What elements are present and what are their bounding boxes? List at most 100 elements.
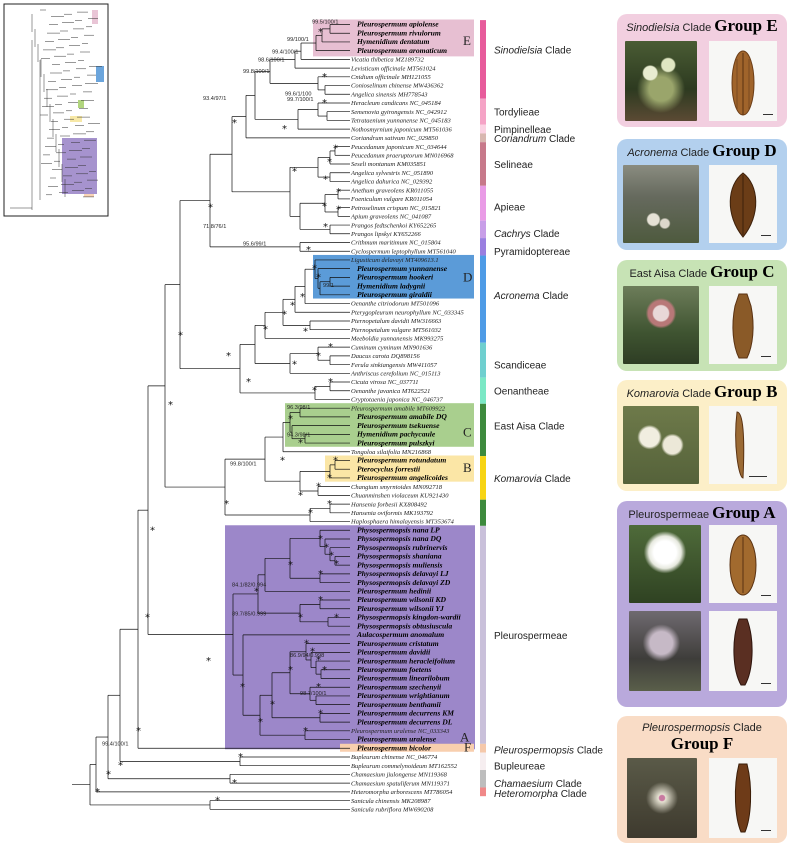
- clade-name: Acronema Clade: [627, 147, 710, 159]
- support-star: *: [246, 377, 251, 388]
- support-label: 99/1: [323, 283, 334, 289]
- support-star: *: [316, 272, 321, 283]
- taxon-label: Prangos lipskyi KY652266: [350, 231, 421, 238]
- taxon-label: Tongoloa silaifolia MN216868: [351, 449, 432, 456]
- taxon-label: Pleurospermum amabile MT609922: [350, 405, 446, 412]
- taxon-label: Anethum graveolens KR011055: [350, 187, 434, 194]
- fruit-drawing: [729, 172, 757, 238]
- support-label: 84.1/82/0.994: [232, 583, 266, 589]
- taxon-label: Pleurospermum hookeri: [357, 273, 434, 282]
- group-name: Group D: [712, 141, 777, 160]
- support-star: *: [336, 205, 341, 216]
- group-name: Group C: [710, 262, 775, 281]
- support-label: 99/100/1: [287, 37, 309, 43]
- support-star: *: [270, 700, 275, 711]
- scale-bar: [763, 114, 773, 115]
- taxon-label: Pleurospermum wilsonii YJ: [357, 604, 444, 613]
- group-b-box: [325, 455, 474, 482]
- support-star: *: [318, 569, 323, 580]
- clade-name: Sinodielsia Clade: [626, 22, 712, 34]
- taxon-label: Pterygopleurum neurophyllum NC_033345: [350, 309, 465, 316]
- taxon-label: Hymenidium pachycaule: [356, 430, 436, 439]
- fruit-drawing: [734, 763, 752, 833]
- taxon-label: Pleurospermum heracleifolium: [357, 656, 455, 665]
- support-star: *: [298, 490, 303, 501]
- taxon-label: Coriandrum sativum NC_029850: [351, 135, 439, 142]
- taxon-label: Oenanthe javanica MT622521: [351, 388, 430, 395]
- support-star: *: [118, 761, 123, 772]
- taxon-label: Pleurospermum uralense NC_033343: [350, 728, 450, 735]
- taxon-label: Physospermopsis shaniana: [357, 552, 442, 561]
- plant-photo: [623, 286, 699, 364]
- clade-name: Pleurospermopsis Clade: [642, 722, 762, 734]
- taxon-label: Pleurospermum rivulorum: [357, 28, 441, 37]
- group-letter-a: A: [460, 730, 470, 745]
- taxon-label: Pleurospermum davidii: [357, 648, 431, 657]
- tree-branches: [72, 24, 350, 810]
- taxon-label: Hansenia forbesii KX808492: [350, 501, 428, 508]
- support-label: 89.7/85/0.999: [232, 611, 266, 617]
- taxon-label: Oenanthe citriodorum MT501096: [351, 301, 440, 308]
- taxon-label: Daucus carota DQ898156: [350, 353, 420, 360]
- taxon-label: Angelica dahurica NC_029392: [350, 179, 433, 186]
- taxon-label: Crithmum maritimum NC_015804: [351, 240, 441, 247]
- taxon-label: Nothosmyrnium japonicum MT561036: [350, 126, 453, 133]
- group-letter-c: C: [463, 424, 472, 439]
- support-label: 99.5/100/1: [312, 20, 338, 26]
- support-star: *: [145, 612, 150, 623]
- fruit-photo: [709, 406, 777, 484]
- support-star: *: [254, 586, 259, 597]
- support-star: *: [316, 682, 321, 693]
- clade-name: East Aisa Clade: [629, 268, 708, 280]
- support-star: *: [206, 656, 211, 667]
- taxon-label: Cicuta virosa NC_037711: [351, 379, 419, 386]
- support-star: *: [333, 144, 338, 155]
- taxon-label: Tetrataenium yunnanense NC_045183: [351, 118, 452, 125]
- card-group-f: Pleurospermopsis Clade Group F: [617, 716, 787, 843]
- plant-photo-2: [629, 611, 701, 691]
- taxon-label: Pleurospermum bicolor: [357, 743, 432, 752]
- clade-bar-segment: [480, 525, 486, 744]
- taxon-label: Heteromorpha arborescens MT786054: [350, 789, 453, 796]
- group-c-box: [285, 403, 474, 447]
- group-a-box: [225, 525, 475, 750]
- group-name: Group B: [713, 382, 778, 401]
- support-star: *: [316, 655, 321, 666]
- taxon-label: Physospermopsis rubrinervis: [357, 543, 448, 552]
- support-label: 95.6/99/1: [243, 242, 266, 248]
- support-star: *: [258, 717, 263, 728]
- card-title: Pleurospermopsis Clade: [617, 718, 787, 736]
- support-star: *: [240, 682, 245, 693]
- taxon-label: Hymenidium dentatum: [356, 37, 429, 46]
- taxon-label: Semenovia gyirongensis NC_042912: [351, 109, 448, 116]
- scale-bar: [761, 830, 771, 831]
- clade-bar-segment: [480, 124, 486, 134]
- clade-bar-segment: [480, 220, 486, 239]
- plant-photo: [627, 758, 697, 838]
- group-letter-b: B: [463, 460, 472, 475]
- clade-bar-segment: [480, 185, 486, 221]
- taxon-label: Chamaesium jiulongense MN119368: [351, 772, 448, 779]
- support-star: *: [312, 386, 317, 397]
- card-title-group: Group F: [617, 734, 787, 754]
- clade-bar-segment: [480, 20, 486, 99]
- taxon-label: Physospermopsis kingdon-wardii: [357, 613, 461, 622]
- clade-label-pyra: Pyramidoptereae: [494, 247, 571, 258]
- taxon-label: Cryptotaenia japonica NC_046737: [351, 397, 443, 404]
- support-star: *: [318, 534, 323, 545]
- taxon-label: Sanicula rubriflora MW690208: [351, 807, 434, 814]
- taxon-label: Angelica sylvestris NC_051890: [350, 170, 434, 177]
- plant-photo-1: [629, 525, 701, 603]
- support-label: 99.6/1/100: [285, 91, 311, 97]
- taxon-label: Hansenia oviformis MK193792: [350, 510, 434, 517]
- support-star: *: [328, 342, 333, 353]
- taxon-label: Anthriscus cerefolium NC_015113: [350, 371, 441, 378]
- support-label: 96.3/98/1: [287, 405, 310, 411]
- support-star: *: [308, 508, 313, 519]
- taxon-label: Pleurospermum decurrens KM: [357, 709, 454, 718]
